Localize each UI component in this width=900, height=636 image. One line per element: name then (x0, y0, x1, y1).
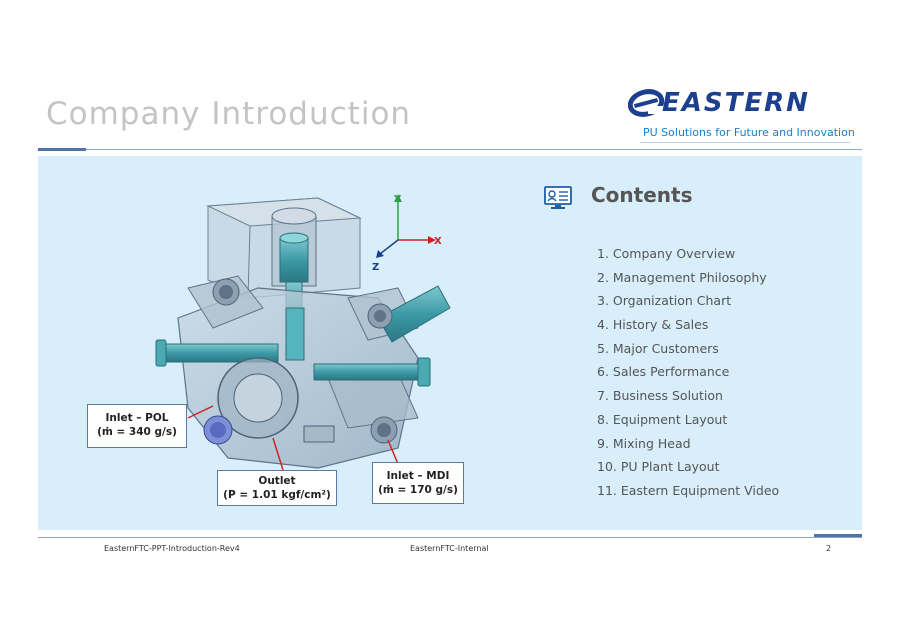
callout-outlet: Outlet (P = 1.01 kgf/cm²) (217, 470, 337, 506)
contents-item: 1. Company Overview (597, 246, 736, 261)
contents-item: 9. Mixing Head (597, 435, 691, 451)
contents-item: 5. Major Customers (597, 340, 719, 356)
mixing-head-diagram (155, 194, 451, 471)
footer-classification: EasternFTC-Internal (410, 544, 489, 553)
axis-y-label: Y (394, 194, 402, 205)
footer-divider-accent (814, 534, 862, 537)
callout-inlet-mdi-title: Inlet – MDI (386, 470, 450, 482)
header-divider (38, 149, 862, 150)
contents-item: 4. History & Sales (597, 317, 709, 333)
contents-heading: Contents (591, 183, 693, 207)
eastern-e-logo-icon (627, 89, 665, 117)
header-divider-accent (38, 148, 86, 151)
callout-inlet-mdi-value: (ṁ = 170 g/s) (378, 484, 458, 496)
contents-item: 3. Organization Chart (597, 293, 732, 309)
tagline-underline (640, 142, 850, 143)
footer-divider (38, 537, 862, 538)
axis-x-label: X (434, 236, 442, 247)
callout-inlet-pol-title: Inlet – POL (105, 412, 169, 424)
footer-document-id: EasternFTC-PPT-Introduction-Rev4 (104, 544, 240, 553)
logo-wordmark: EASTERN (662, 88, 810, 118)
tagline: PU Solutions for Future and Innovation (643, 126, 855, 139)
callout-outlet-value: (P = 1.01 kgf/cm²) (223, 489, 331, 501)
contents-item: 8. Equipment Layout (597, 411, 728, 427)
contents-list: 1. Company Overview 2. Management Philos… (597, 242, 779, 503)
contents-item: 6. Sales Performance (597, 364, 730, 380)
contents-item: 7. Business Solution (597, 388, 723, 404)
company-logo: EASTERN (627, 88, 850, 120)
monitor-list-icon (544, 186, 572, 209)
axis-z-label: Z (372, 262, 380, 273)
callout-inlet-pol-value: (ṁ = 340 g/s) (97, 426, 177, 438)
callout-outlet-title: Outlet (258, 475, 296, 487)
callout-inlet-pol: Inlet – POL (ṁ = 340 g/s) (87, 404, 187, 448)
contents-item: 10. PU Plant Layout (597, 459, 720, 475)
page-title: Company Introduction (46, 96, 412, 132)
callout-inlet-mdi: Inlet – MDI (ṁ = 170 g/s) (372, 462, 464, 504)
contents-item: 11. Eastern Equipment Video (597, 482, 780, 498)
contents-item: 2. Management Philosophy (597, 269, 767, 285)
page-number: 2 (826, 544, 832, 553)
